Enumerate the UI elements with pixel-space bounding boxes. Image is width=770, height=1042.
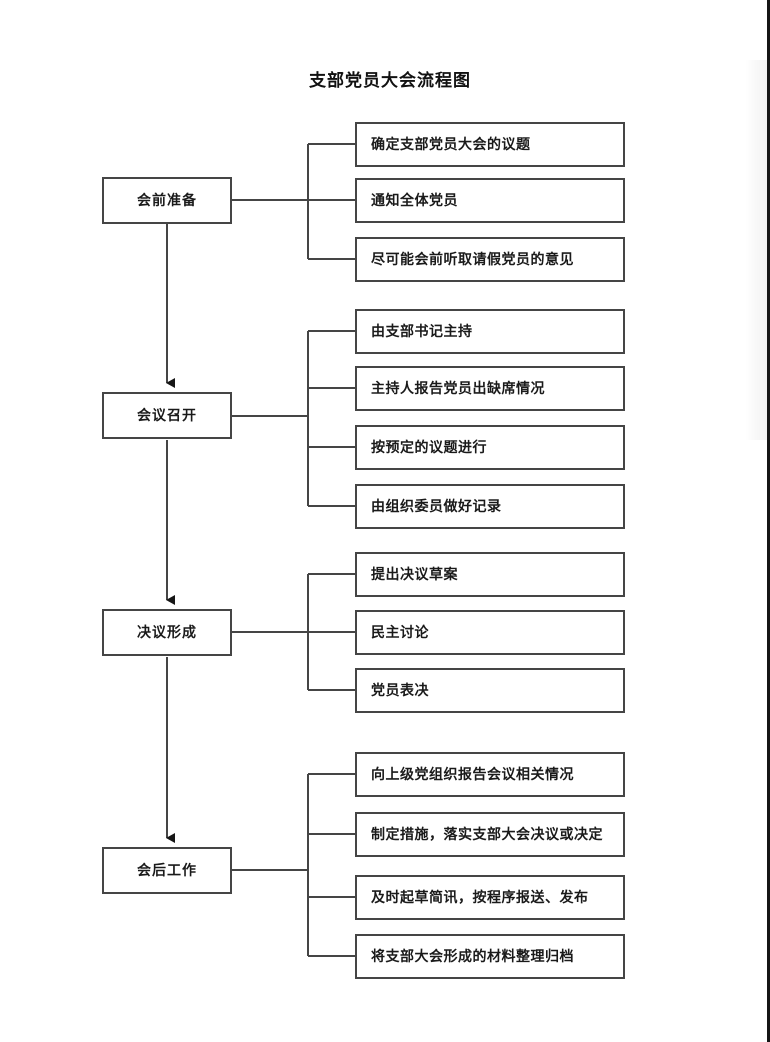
stage-box-post-meeting: 会后工作 — [102, 847, 232, 894]
detail-box-2-2: 主持人报告党员出缺席情况 — [355, 366, 625, 411]
detail-box-2-1: 由支部书记主持 — [355, 309, 625, 354]
detail-box-3-3: 党员表决 — [355, 668, 625, 713]
detail-box-4-2: 制定措施，落实支部大会决议或决定 — [355, 812, 625, 857]
page-edge-line — [767, 0, 770, 1042]
detail-box-4-3: 及时起草简讯，按程序报送、发布 — [355, 875, 625, 920]
detail-box-1-1: 确定支部党员大会的议题 — [355, 122, 625, 167]
stage-box-meeting-convene: 会议召开 — [102, 392, 232, 439]
detail-box-1-3: 尽可能会前听取请假党员的意见 — [355, 237, 625, 282]
detail-box-2-3: 按预定的议题进行 — [355, 425, 625, 470]
detail-box-3-2: 民主讨论 — [355, 610, 625, 655]
flowchart-title: 支部党员大会流程图 — [309, 71, 471, 90]
detail-box-2-4: 由组织委员做好记录 — [355, 484, 625, 529]
detail-box-4-1: 向上级党组织报告会议相关情况 — [355, 752, 625, 797]
detail-box-4-4: 将支部大会形成的材料整理归档 — [355, 934, 625, 979]
detail-box-1-2: 通知全体党员 — [355, 178, 625, 223]
detail-box-3-1: 提出决议草案 — [355, 552, 625, 597]
page-edge-shadow — [745, 60, 767, 440]
stage-box-pre-meeting: 会前准备 — [102, 177, 232, 224]
stage-box-resolution-formation: 决议形成 — [102, 609, 232, 656]
